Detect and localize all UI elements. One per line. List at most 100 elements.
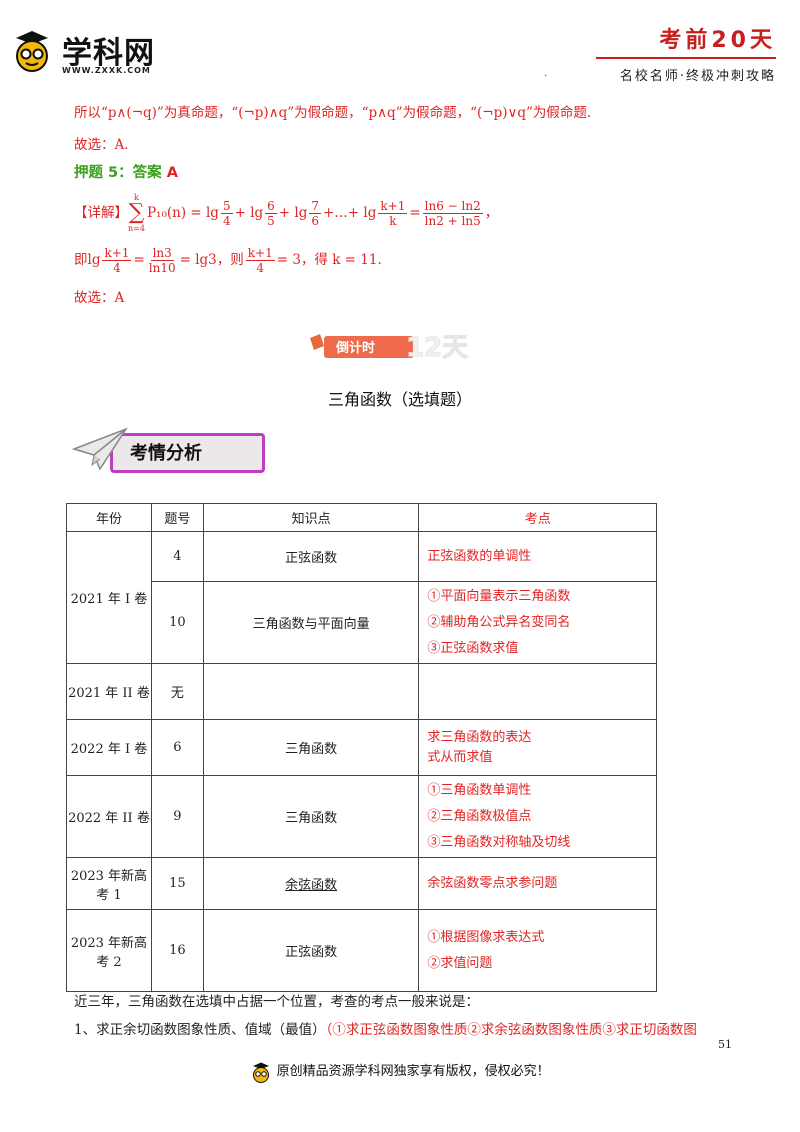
- year-cell: 2022 年 II 卷: [66, 775, 152, 858]
- number-cell: 10: [150, 581, 204, 664]
- expr-part: =: [133, 252, 145, 268]
- numerator: k+1: [102, 245, 132, 261]
- expr-part: P₁₀(n) = lg: [146, 205, 219, 221]
- header-right: 考前20天 名校名师·终极冲刺攻略: [576, 22, 776, 84]
- year-cell: 2023 年新高考 2: [66, 909, 152, 992]
- point-item: 求三角函数的表达: [427, 729, 532, 745]
- badge-frame: [110, 433, 265, 473]
- header-divider: [596, 57, 776, 59]
- paper-plane-icon: [71, 427, 128, 471]
- copyright-text: 原创精品资源学科网独家享有版权，侵权必究！: [276, 1064, 550, 1079]
- summary-text: 近三年，三角函数在选填中占据一个位置，考查的考点一般来说是：: [74, 994, 479, 1010]
- year-cell: 2021 年 II 卷: [66, 663, 152, 720]
- expr-part: + lg: [278, 205, 308, 221]
- summary-item-1: 1、求正余切函数图象性质、值域（最值）（①求正弦函数图象性质②求余弦函数图象性质…: [74, 1018, 697, 1038]
- point-item: ②三角函数极值点: [427, 808, 532, 824]
- countdown-title: 考前20天: [659, 28, 776, 53]
- table-row: 10 三角函数与平面向量 ①平面向量表示三角函数 ②辅助角公式异名变同名 ③正弦…: [67, 581, 657, 664]
- point-item: 正弦函数的单调性: [427, 548, 532, 564]
- table-row: 2023 年新高考 2 16 正弦函数 ①根据图像求表达式 ②求值问题: [66, 909, 657, 992]
- numerator: ln6 − ln2: [422, 198, 483, 214]
- point-item: ③正弦函数求值: [427, 640, 519, 656]
- countdown-banner-graphic: 倒计时 12天: [310, 333, 469, 364]
- point-item: ②求值问题: [427, 955, 493, 971]
- question5-label: 押题 5：答案: [74, 165, 167, 181]
- sum-lower: n=4: [128, 224, 145, 233]
- point-item: ①根据图像求表达式: [427, 929, 545, 945]
- section-title: 三角函数（选填题）: [327, 390, 472, 409]
- number-cell: 4: [150, 531, 204, 582]
- points-cell: ①平面向量表示三角函数 ②辅助角公式异名变同名 ③正弦函数求值: [418, 581, 657, 664]
- copyright-notice: 原创精品资源学科网独家享有版权，侵权必究！: [0, 1060, 800, 1083]
- site-logo: 学科网 WWW.ZXXK.COM: [12, 18, 172, 78]
- expr-part: ，: [484, 205, 499, 221]
- table-header-row: 年份 题号 知识点 考点: [66, 503, 657, 532]
- header-points: 考点: [418, 503, 657, 532]
- header-year: 年份: [66, 503, 152, 532]
- denominator: 4: [222, 213, 231, 228]
- logo-mascot-icon: [16, 31, 48, 72]
- topic-cell: 三角函数: [202, 775, 420, 858]
- table-row: 2021 年 II 卷 无: [66, 663, 657, 720]
- topic-cell: 余弦函数: [202, 857, 420, 910]
- table-row: 2023 年新高考 1 15 余弦函数 余弦函数零点求参问题: [66, 857, 657, 910]
- expr-part: =: [409, 205, 421, 221]
- header-subtitle: 名校名师·终极冲刺攻略: [619, 69, 776, 84]
- point-item: ②辅助角公式异名变同名: [427, 614, 571, 630]
- exam-analysis-table: 年份 题号 知识点 考点 2021 年 I 卷 4 正弦函数 正弦函数的单调性 …: [66, 503, 657, 992]
- denominator: 5: [267, 213, 275, 228]
- logo-text: 学科网: [62, 36, 155, 71]
- denominator: ln2 + ln5: [424, 213, 481, 228]
- numerator: k+1: [378, 198, 408, 214]
- numerator: 7: [309, 198, 321, 214]
- expr-part: = 3，得 k = 11.: [276, 252, 382, 268]
- number-cell: 9: [150, 775, 204, 858]
- topic-cell: 三角函数与平面向量: [202, 581, 420, 664]
- points-cell: 正弦函数的单调性: [418, 531, 657, 582]
- expr-part: 即lg: [74, 252, 101, 268]
- year-cell: 2021 年 I 卷: [66, 531, 152, 664]
- logo-url: WWW.ZXXK.COM: [62, 66, 151, 75]
- denominator: ln10: [148, 260, 176, 275]
- answer-line: 故选：A.: [74, 137, 129, 153]
- sigma-icon: ∑: [128, 200, 145, 225]
- denominator: 6: [311, 213, 319, 228]
- analysis-badge: 考情分析: [70, 425, 265, 477]
- points-cell: ①根据图像求表达式 ②求值问题: [418, 909, 657, 992]
- denominator: k: [389, 213, 397, 228]
- points-cell: [418, 663, 657, 720]
- expr-part: + lg: [234, 205, 264, 221]
- table-row: 2022 年 I 卷 6 三角函数 求三角函数的表达 式从而求值: [66, 719, 657, 776]
- point-item: ③三角函数对称轴及切线: [427, 834, 571, 850]
- question5-heading: 押题 5：答案 A: [74, 163, 178, 183]
- countdown-banner: 倒计时 12天: [306, 328, 506, 364]
- conclusion-line: 所以“p∧(¬q)”为真命题，“(¬p)∧q”为假命题，“p∧q”为假命题，“(…: [74, 105, 592, 121]
- sum-upper: k: [134, 193, 139, 202]
- denominator: 4: [113, 260, 121, 275]
- summary-item-1-text: 1、求正余切函数图象性质、值域（最值）: [74, 1022, 326, 1038]
- table-row: 2021 年 I 卷 4 正弦函数 正弦函数的单调性: [66, 531, 657, 664]
- sum-symbol: k ∑ n=4: [128, 193, 145, 233]
- numerator: ln3: [150, 245, 174, 261]
- badge-label: 考情分析: [130, 443, 202, 464]
- header-dot: .: [544, 68, 548, 79]
- countdown-number: 12天: [406, 333, 468, 362]
- topic-cell: 三角函数: [202, 719, 420, 776]
- point-item: 余弦函数零点求参问题: [427, 875, 558, 891]
- number-cell: 15: [150, 857, 204, 910]
- topic-cell: [202, 663, 420, 720]
- topic-cell: 正弦函数: [202, 531, 420, 582]
- page-number: 51: [718, 1038, 732, 1051]
- table-row: 2022 年 II 卷 9 三角函数 ①三角函数单调性 ②三角函数极值点 ③三角…: [66, 775, 657, 858]
- year-cell: 2022 年 I 卷: [66, 719, 152, 776]
- points-cell: 求三角函数的表达 式从而求值: [418, 719, 657, 776]
